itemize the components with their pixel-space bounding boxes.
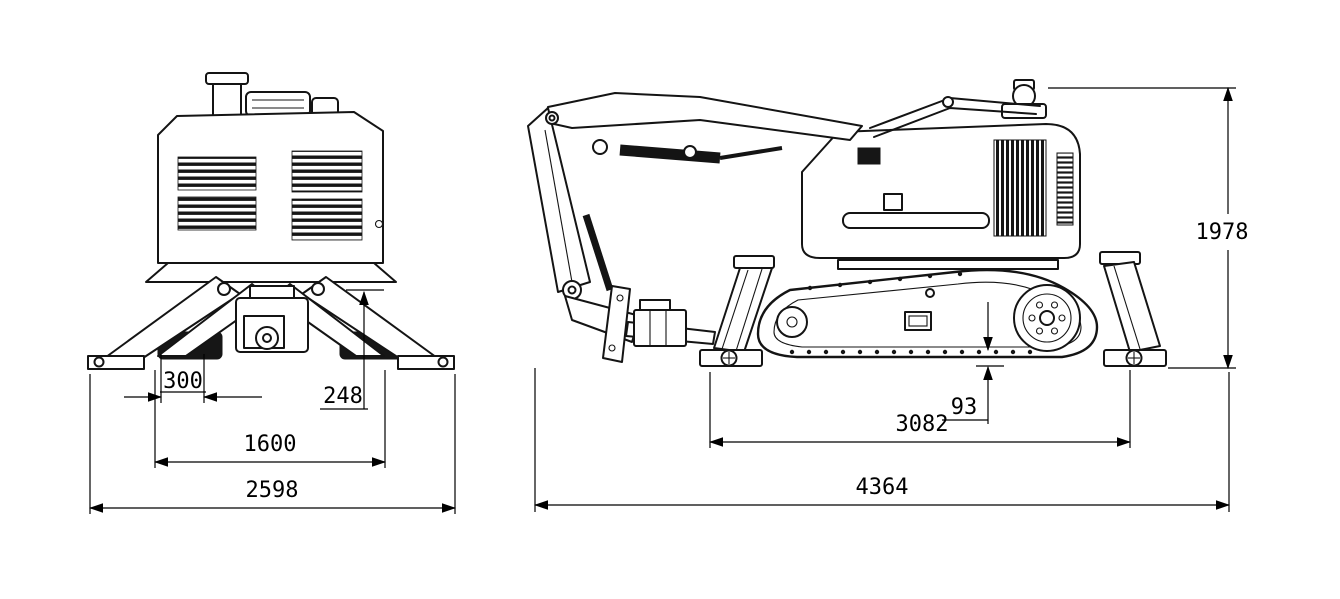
side-tool-attachment — [602, 285, 716, 363]
dim-label-3082: 3082 — [896, 412, 949, 437]
dim-3082: 3082 — [708, 370, 1132, 448]
dim-248: 248 — [320, 289, 384, 410]
dim-2598: 2598 — [88, 374, 457, 514]
side-body — [801, 123, 1081, 259]
side-outrigger-front — [699, 255, 775, 367]
front-winch-assembly — [235, 285, 309, 353]
side-view — [527, 79, 1167, 367]
dim-label-4364: 4364 — [856, 475, 909, 500]
dim-93: 93 — [942, 302, 1004, 424]
dim-300: 300 — [124, 354, 262, 403]
dim-1978: 1978 — [1048, 86, 1249, 370]
front-view — [87, 72, 455, 370]
dim-label-1978: 1978 — [1196, 220, 1249, 245]
dim-label-300: 300 — [163, 369, 203, 394]
side-outrigger-rear — [1099, 251, 1167, 367]
front-exhaust — [205, 72, 339, 117]
dim-label-248: 248 — [323, 384, 363, 409]
dim-label-2598: 2598 — [246, 478, 299, 503]
dim-4364: 4364 — [533, 368, 1231, 512]
dim-label-93: 93 — [951, 395, 978, 420]
dimension-annotations: 300 248 1600 2598 93 — [88, 86, 1249, 514]
dim-label-1600: 1600 — [244, 432, 297, 457]
front-vent-grilles — [177, 150, 363, 241]
side-track-assembly — [756, 259, 1099, 359]
side-beacon — [1001, 79, 1047, 119]
track-pad-bolts — [789, 271, 1033, 355]
front-base-frame — [145, 262, 397, 283]
dim-1600: 1600 — [153, 370, 387, 468]
